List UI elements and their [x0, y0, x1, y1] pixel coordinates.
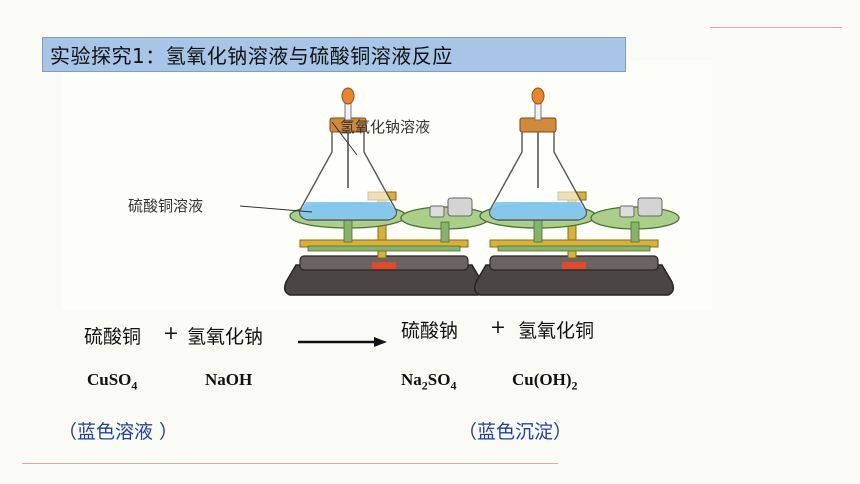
page-title: 实验探究1：氢氧化钠溶液与硫酸铜溶液反应 [50, 44, 453, 68]
formula-cuoh2: Cu(OH)2 [512, 370, 578, 393]
reactant-sodium-hydroxide: 氢氧化钠 [187, 326, 264, 348]
decorative-line-top [710, 27, 842, 28]
product-sodium-sulfate: 硫酸钠 [401, 320, 459, 342]
reaction-arrow-icon [298, 337, 387, 347]
formula-na2so4: Na2SO4 [401, 370, 457, 393]
cuso4-solution-label: 硫酸铜溶液 [128, 197, 204, 215]
formula-cuso4: CuSO4 [87, 370, 138, 393]
product-copper-hydroxide: 氢氧化铜 [518, 320, 595, 342]
title-bar: 实验探究1：氢氧化钠溶液与硫酸铜溶液反应 [42, 37, 626, 72]
decorative-line-bottom [22, 463, 558, 464]
experiment-illustration [62, 60, 712, 310]
observation-blue-solution: （蓝色溶液 ） [58, 421, 179, 443]
formula-naoh: NaOH [205, 370, 253, 389]
plus-sign-1: + [163, 322, 179, 344]
balance-diagram [239, 87, 680, 296]
observation-blue-precipitate: （蓝色沉淀） [458, 421, 573, 443]
reactant-copper-sulfate: 硫酸铜 [84, 326, 142, 348]
plus-sign-2: + [490, 316, 506, 338]
naoh-solution-label: 氢氧化钠溶液 [340, 118, 431, 136]
